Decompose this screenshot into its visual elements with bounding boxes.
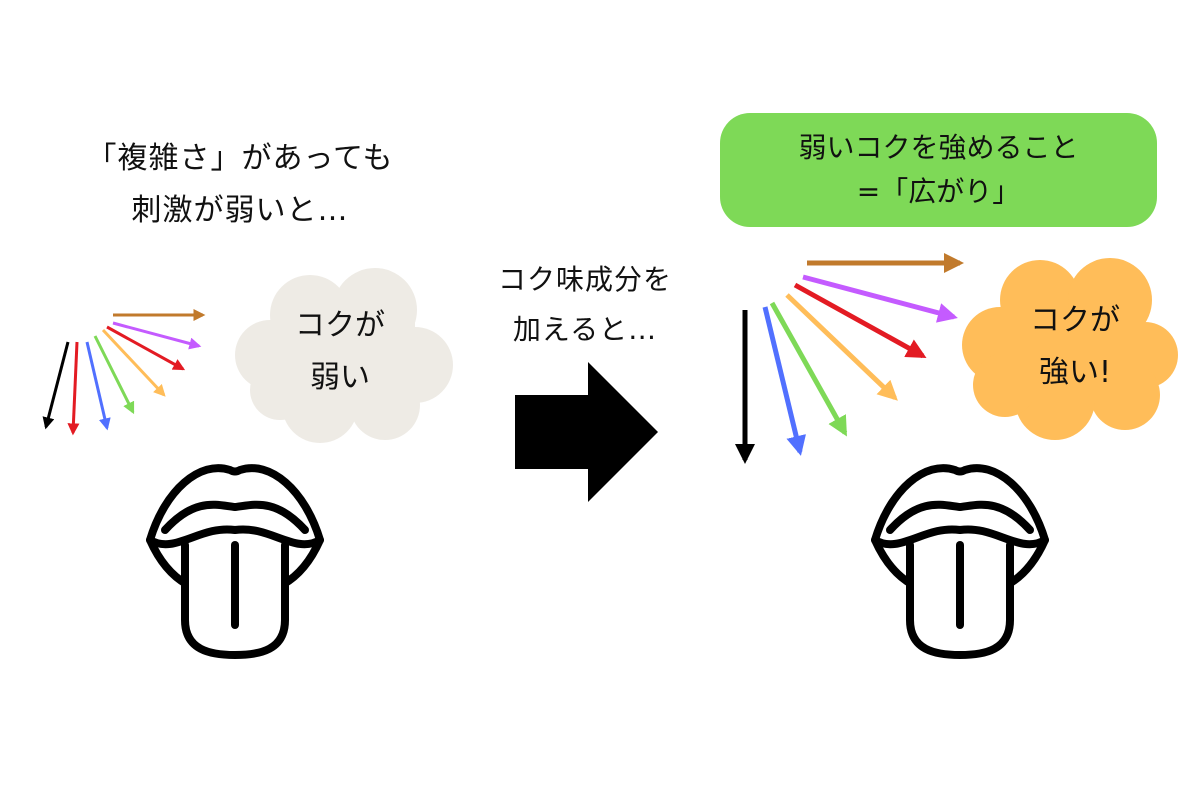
weak-taste-arrow-fan-icon: [42, 309, 206, 436]
taste-arrow-blue: [85, 341, 111, 431]
taste-arrow-purple: [112, 321, 202, 350]
mouth-tongue-icon: [146, 464, 324, 659]
taste-arrow-orange: [785, 293, 898, 401]
taste-arrow-green: [769, 301, 848, 437]
weak-cloud: [235, 268, 453, 443]
mouth-tongue-icon: [871, 464, 1049, 659]
strong-cloud: [962, 258, 1178, 440]
strong-cloud-line1: コクが: [1030, 303, 1120, 338]
middle-caption: コク味成分を 加えると…: [470, 255, 700, 355]
taste-arrow-red: [793, 282, 927, 359]
strong-cloud-line2: 強い!: [1038, 355, 1112, 390]
weak-cloud-line2: 弱い: [310, 360, 370, 395]
strong-taste-arrow-fan-icon: [735, 253, 964, 464]
weak-cloud-label: コクが 弱い: [265, 300, 415, 404]
definition-line1: 弱いコクを強めること: [798, 131, 1079, 164]
middle-caption-line2: 加えると…: [512, 313, 658, 346]
taste-arrow-red: [67, 341, 80, 436]
weak-cloud-line1: コクが: [295, 308, 385, 343]
taste-arrow-purple: [802, 274, 958, 323]
big-right-arrow-icon: [515, 362, 658, 502]
expansion-definition-box: 弱いコクを強めること =「広がり」: [720, 113, 1157, 227]
definition-line2: =「広がり」: [856, 175, 1021, 208]
strong-cloud-label: コクが 強い!: [995, 295, 1155, 399]
left-caption: 「複雑さ」があっても 刺激が弱いと…: [40, 133, 440, 237]
taste-arrow-black: [42, 341, 70, 430]
taste-arrow-green: [93, 335, 135, 415]
middle-caption-line1: コク味成分を: [497, 263, 672, 296]
left-caption-line2: 刺激が弱いと…: [131, 193, 349, 228]
taste-arrow-red-2: [106, 325, 186, 371]
taste-arrow-blue: [762, 306, 806, 456]
left-caption-line1: 「複雑さ」があっても: [86, 141, 394, 176]
taste-arrow-orange: [101, 328, 166, 397]
